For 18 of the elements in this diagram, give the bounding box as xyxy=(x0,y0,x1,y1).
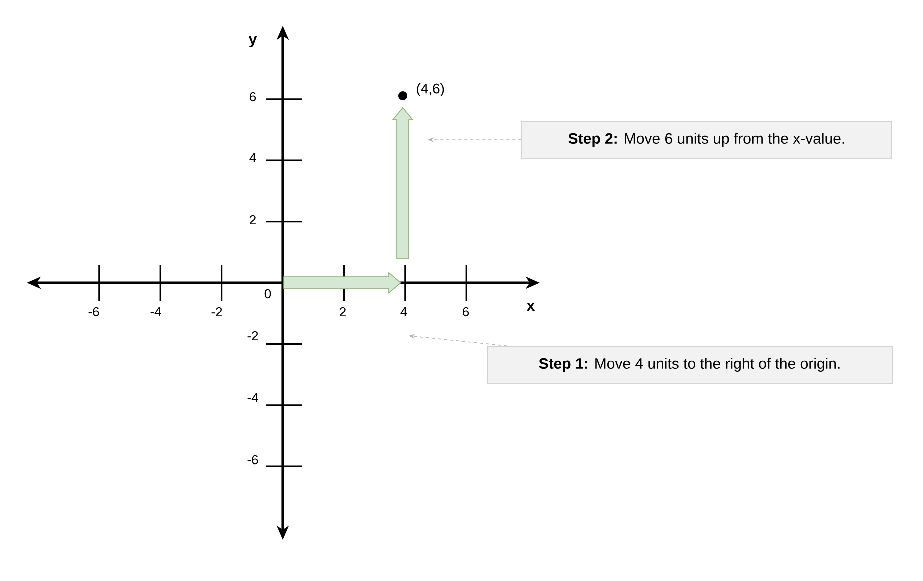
step-box: Step 1: Move 4 units to the right of the origin. xyxy=(487,346,893,384)
tick-label: -6 xyxy=(248,455,258,465)
tick-label: -2 xyxy=(212,307,222,317)
axis-label: y xyxy=(248,36,258,48)
tick-label: 2 xyxy=(250,215,256,225)
step-box: Step 2: Move 6 units up from the x-value. xyxy=(522,121,892,159)
tick-label: 6 xyxy=(463,307,470,317)
point-label: (4,6) xyxy=(417,83,444,97)
tick-label: -4 xyxy=(248,394,258,402)
tick-label: 6 xyxy=(250,92,256,102)
tick-label: -4 xyxy=(150,308,162,316)
tick-label: -6 xyxy=(88,307,100,317)
tick-label: 0 xyxy=(264,289,272,299)
tick-label: 4 xyxy=(400,308,408,316)
tick-label: 2 xyxy=(340,307,346,317)
axis-label: x xyxy=(526,303,536,311)
tick-label: 4 xyxy=(250,154,256,162)
tick-label: -2 xyxy=(248,331,258,341)
